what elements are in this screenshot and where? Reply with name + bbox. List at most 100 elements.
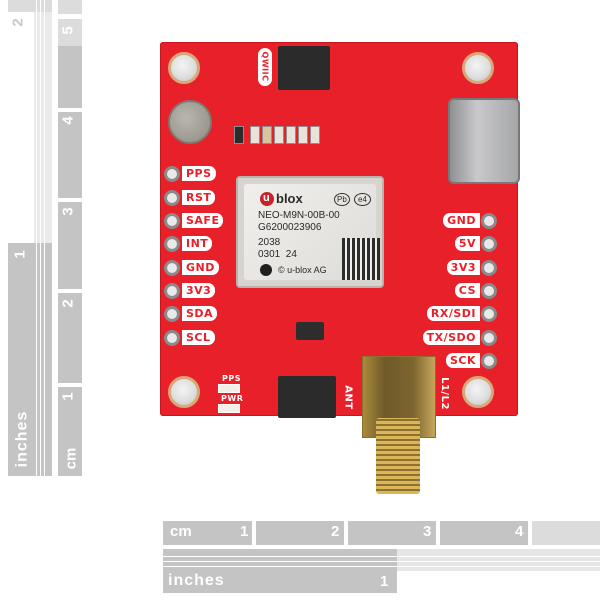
smd-component — [274, 126, 284, 144]
pin-cs[interactable] — [481, 283, 497, 299]
pin-label-rx-sdi: RX/SDI — [426, 306, 480, 321]
pin-label-int: INT — [182, 236, 213, 251]
vertical-cm-block-5 — [58, 0, 82, 14]
pin-5v[interactable] — [481, 236, 497, 252]
sma-connector-thread[interactable] — [376, 418, 420, 494]
vertical-cm-block-3 — [58, 112, 82, 198]
vertical-cm-block-2 — [58, 202, 82, 289]
smd-component — [262, 126, 272, 144]
pin-label-sck: SCK — [445, 353, 480, 368]
e4-mark: e4 — [354, 193, 371, 206]
led-pps — [218, 384, 240, 393]
vertical-cm-number-2: 2 — [59, 299, 77, 308]
pin-label-5v: 5V — [454, 236, 480, 251]
ublox-logo-u: u — [263, 192, 270, 204]
pin-label-tx-sdo: TX/SDO — [422, 330, 480, 345]
horizontal-inch-number-1: 1 — [380, 573, 389, 590]
vertical-inches-label: inches — [13, 410, 31, 468]
horizontal-cm-number-2: 2 — [331, 523, 340, 540]
module-shield: u blox Pb e4 NEO-M9N-00B-00 G6200023906 … — [244, 184, 380, 280]
vertical-cm-number-4: 4 — [59, 116, 77, 125]
module-date-code: 2038 — [258, 237, 281, 248]
pin-label-safe: SAFE — [182, 213, 224, 228]
qwiic-connector-top[interactable] — [278, 46, 330, 90]
ruler-line — [163, 556, 600, 557]
smd-component — [286, 126, 296, 144]
ublox-logo-circle — [260, 192, 274, 206]
smd-component — [250, 126, 260, 144]
led-pwr — [218, 404, 240, 413]
vertical-cm-label: cm — [62, 447, 80, 470]
pin1-dot — [260, 264, 272, 276]
module-copyright: © u-blox AG — [278, 265, 327, 275]
ruler-line — [40, 0, 41, 476]
pin-scl[interactable] — [164, 330, 180, 346]
smd-component — [298, 126, 308, 144]
ruler-line — [44, 0, 45, 476]
module-serial: G6200023906 — [258, 222, 322, 233]
horizontal-cm-block-1 — [163, 521, 252, 545]
vertical-inch-strip-faded — [34, 0, 52, 243]
vertical-cm-number-5: 5 — [59, 26, 77, 35]
pin-rx-sdi[interactable] — [481, 306, 497, 322]
mounting-hole-top-right — [462, 52, 494, 84]
mounting-hole-top-left — [168, 52, 200, 84]
datamatrix-code — [342, 238, 380, 280]
led-label-pwr: PWR — [221, 394, 244, 403]
vertical-cm-number-1: 1 — [59, 392, 77, 401]
qwiic-connector-bottom[interactable] — [278, 376, 336, 418]
pin-rst[interactable] — [164, 190, 180, 206]
pin-gnd-right[interactable] — [481, 213, 497, 229]
horizontal-cm-block-5 — [532, 521, 600, 545]
horizontal-cm-label: cm — [170, 523, 192, 540]
module-part-number: NEO-M9N-00B-00 — [258, 210, 340, 221]
horizontal-cm-block-4 — [440, 521, 528, 545]
vertical-cm-block-0 — [58, 387, 82, 476]
band-label: L1/L2 — [438, 377, 450, 410]
backup-battery — [168, 100, 212, 144]
pin-label-3v3: 3V3 — [182, 283, 216, 298]
antenna-label: ANT — [342, 385, 354, 410]
smd-component — [234, 126, 244, 144]
ruler-line — [163, 561, 600, 562]
ruler-line — [163, 566, 600, 567]
mounting-hole-bottom-right — [462, 376, 494, 408]
pin-3v3-right[interactable] — [481, 260, 497, 276]
vertical-cm-block-1 — [58, 293, 82, 383]
pin-label-sda: SDA — [182, 306, 218, 321]
pb-free-mark: Pb — [334, 193, 350, 206]
pin-safe[interactable] — [164, 213, 180, 229]
horizontal-inches-label: inches — [168, 572, 225, 589]
pin-label-rst: RST — [182, 190, 216, 205]
horizontal-cm-block-2 — [256, 521, 344, 545]
module-lot-code: 0301 24 — [258, 249, 297, 260]
pin-sck[interactable] — [481, 353, 497, 369]
pin-label-cs: CS — [454, 283, 480, 298]
smd-component — [310, 126, 320, 144]
vertical-inch-number-2: 2 — [9, 18, 27, 27]
vertical-inch-number-1: 1 — [11, 250, 29, 259]
horizontal-cm-number-3: 3 — [423, 523, 432, 540]
pin-tx-sdo[interactable] — [481, 330, 497, 346]
vertical-cm-number-3: 3 — [59, 207, 77, 216]
regulator-chip — [296, 322, 324, 340]
vertical-cm-block-4 — [58, 46, 82, 108]
horizontal-cm-number-1: 1 — [240, 523, 249, 540]
vertical-cm-block-5b — [58, 19, 82, 46]
ruler-line — [36, 0, 37, 476]
qwiic-label: QWIIC — [260, 51, 270, 82]
pin-label-3v3-right: 3V3 — [446, 260, 480, 275]
pin-label-pps: PPS — [182, 166, 216, 181]
pin-3v3[interactable] — [164, 283, 180, 299]
pin-int[interactable] — [164, 236, 180, 252]
ublox-logo-text: blox — [276, 191, 303, 206]
horizontal-inch-strip-faded — [397, 549, 600, 571]
pin-pps[interactable] — [164, 166, 180, 182]
usb-c-connector[interactable] — [448, 98, 520, 184]
pin-label-gnd-right: GND — [443, 213, 480, 228]
led-label-pps: PPS — [222, 374, 241, 383]
pin-gnd[interactable] — [164, 260, 180, 276]
horizontal-cm-block-3 — [348, 521, 436, 545]
pin-sda[interactable] — [164, 306, 180, 322]
mounting-hole-bottom-left — [168, 376, 200, 408]
